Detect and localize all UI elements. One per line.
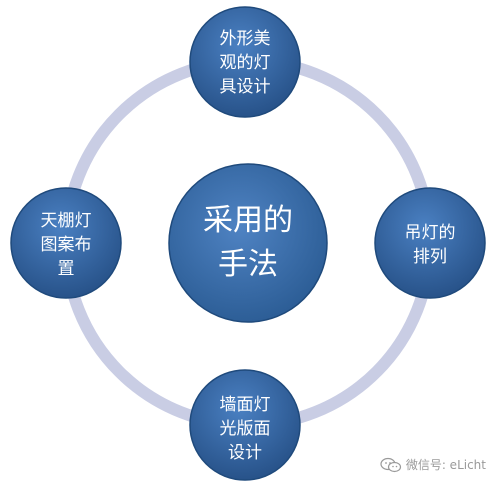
node-bottom-line-1: 墙面灯: [220, 395, 271, 415]
node-left-line-1: 天棚灯: [41, 211, 92, 231]
node-left-line-3: 置: [58, 259, 75, 279]
watermark: 微信号: eLicht: [380, 456, 486, 473]
node-right: 吊灯的 排列: [374, 187, 486, 299]
node-top: 外形美 观的灯 具设计: [189, 6, 301, 118]
node-left: 天棚灯 图案布 置: [10, 187, 122, 299]
center-line-2: 手法: [218, 247, 278, 282]
node-bottom: 墙面灯 光版面 设计: [189, 369, 301, 481]
wechat-icon: [380, 457, 401, 472]
node-top-line-2: 观的灯: [220, 53, 271, 73]
node-bottom-line-3: 设计: [228, 443, 262, 463]
node-bottom-line-2: 光版面: [220, 419, 271, 439]
node-top-line-1: 外形美: [220, 29, 271, 49]
node-right-line-1: 吊灯的: [405, 223, 456, 243]
node-top-line-3: 具设计: [220, 77, 271, 97]
watermark-text: 微信号: eLicht: [405, 458, 486, 472]
center-line-1: 采用的: [203, 203, 293, 238]
center-node: 采用的 手法: [168, 163, 328, 323]
node-left-line-2: 图案布: [41, 235, 92, 255]
node-right-line-2: 排列: [413, 247, 447, 267]
